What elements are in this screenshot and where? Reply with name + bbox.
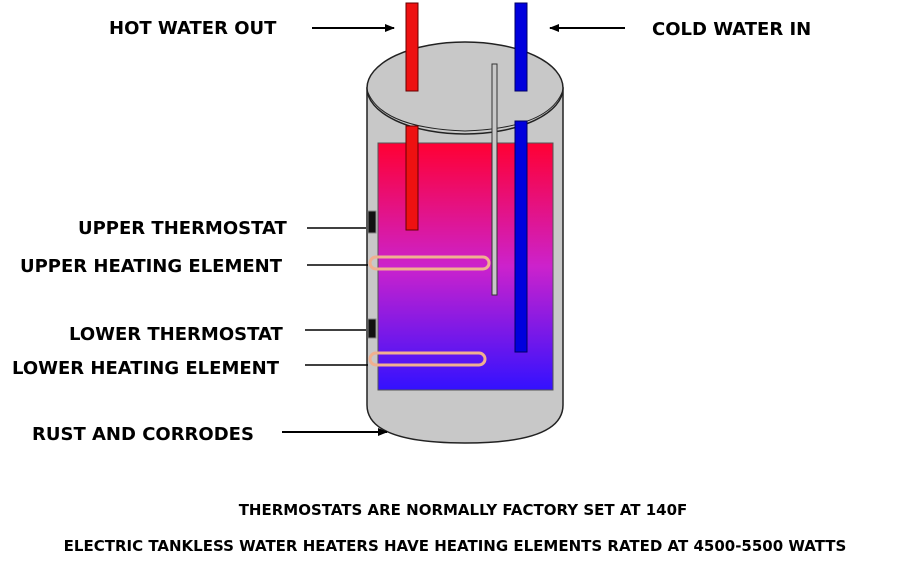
lower-heating-element: [368, 351, 487, 367]
hot-water-out-label: HOT WATER OUT: [109, 18, 277, 39]
hot-water-pipe-inside: [405, 125, 419, 231]
hot-water-pipe-outside: [405, 2, 419, 92]
lower-heating-element-label: LOWER HEATING ELEMENT: [12, 358, 280, 379]
lower-thermostat: [367, 318, 377, 339]
tank-top-rim: [366, 89, 564, 132]
upper-thermostat-label: UPPER THERMOSTAT: [78, 218, 288, 239]
upper-heating-element-label: UPPER HEATING ELEMENT: [20, 256, 283, 277]
thermostat-setting-note: THERMOSTATS ARE NORMALLY FACTORY SET AT …: [239, 501, 688, 519]
cold-water-pipe-outside: [514, 2, 528, 92]
upper-heating-element: [368, 255, 491, 271]
dip-tube: [514, 120, 528, 353]
cold-water-in-label: COLD WATER IN: [652, 19, 811, 40]
rust-and-corrodes-label: RUST AND CORRODES: [32, 424, 254, 445]
lower-thermostat-label: LOWER THERMOSTAT: [69, 324, 283, 345]
anode-rod: [491, 63, 498, 296]
upper-thermostat: [367, 210, 377, 234]
element-rating-note: ELECTRIC TANKLESS WATER HEATERS HAVE HEA…: [64, 537, 847, 555]
tank-top-cap: [366, 41, 564, 135]
